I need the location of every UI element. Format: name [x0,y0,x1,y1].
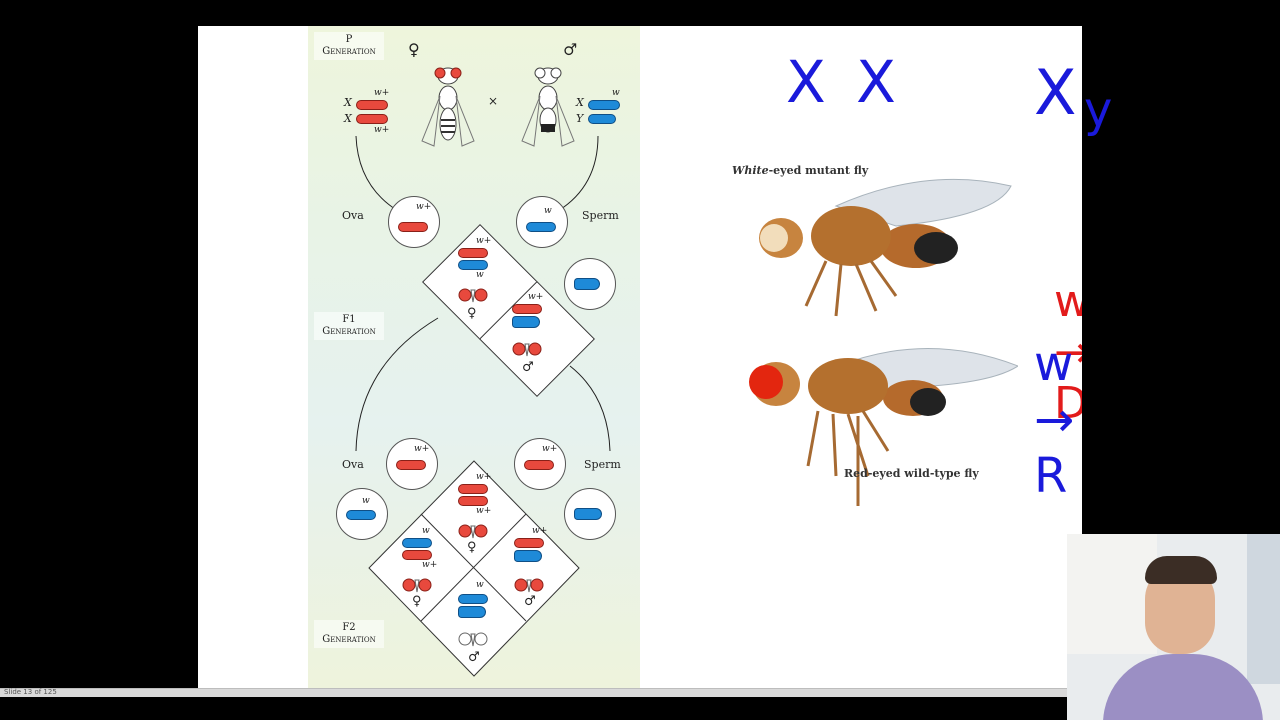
allele-label: w+ [528,292,544,302]
white-eyed-fly-photo [759,178,1012,317]
x-chromosome-red [398,222,428,232]
ova-label: Ova [342,458,364,471]
red-eyed-fly-photo [749,348,1018,506]
y-chromosome-blue [588,114,616,124]
allele-label: w+ [532,526,548,536]
x-chromosome-red [356,114,388,124]
female-symbol: ♀ [408,40,420,59]
male-symbol: ♂ [524,594,536,609]
status-bar [0,688,1068,697]
allele-label: w+ [476,472,492,482]
x-chromosome-red [514,538,544,548]
allele-label: w [476,580,484,590]
y-chromosome-blue [574,508,602,520]
x-chromosome-blue [402,538,432,548]
female-fly-drawing [421,67,475,147]
male-symbol: ♂ [563,40,578,59]
allele-label: w [544,206,552,216]
red-eyed-caption: Red-eyed wild-type fly [844,467,979,480]
x-chromosome-red [458,496,488,506]
sperm-circle [516,196,568,248]
allele-label: w+ [476,236,492,246]
webcam-shelf [1247,534,1280,684]
red-eyed-fly-icon [458,288,488,303]
x-label: X [344,96,352,109]
webcam-overlay [1067,534,1280,720]
white-eyed-fly-icon [458,632,488,647]
x-label: X [344,112,352,125]
allele-label: w [362,496,370,506]
female-symbol: ♀ [467,540,477,555]
red-eyed-fly-icon [402,578,432,593]
arrows-layer [355,135,611,452]
caption-italic: White [732,164,769,177]
x-chromosome-blue [588,100,620,110]
x-chromosome-red [458,484,488,494]
male-symbol: ♂ [468,650,480,665]
webcam-door [1067,534,1157,654]
x-chromosome-blue [526,222,556,232]
red-eyed-fly-icon [512,342,542,357]
x-label: X [576,96,584,109]
x-chromosome-red [512,304,542,314]
x-chromosome-blue [346,510,376,520]
allele-label: w+ [414,444,430,454]
allele-label: w+ [416,202,432,212]
male-genotype-x-annotation: X [1034,56,1077,129]
allele-label: w [612,88,620,98]
female-symbol: ♀ [467,306,477,321]
allele-label: w [476,270,484,280]
allele-label: w+ [542,444,558,454]
f2-punnett-diamond [368,460,580,677]
webcam-hair [1145,556,1217,584]
x-chromosome-red [402,550,432,560]
x-chromosome-red [396,460,426,470]
female-symbol: ♀ [412,594,422,609]
x-chromosome-blue [458,260,488,270]
cross-symbol: × [488,94,499,108]
allele-label: w+ [374,125,390,135]
allele-label: w+ [374,88,390,98]
y-chromosome-blue [514,550,542,562]
male-fly-drawing [521,67,575,147]
white-eyed-caption: White-eyed mutant fly [732,164,868,177]
caption-rest: -eyed mutant fly [768,164,869,177]
ovum-circle [388,196,440,248]
allele-label: w+ [422,560,438,570]
male-symbol: ♂ [522,360,534,375]
red-eyed-fly-icon [514,578,544,593]
sperm-label: Sperm [582,209,619,222]
female-genotype-annotation: X X [786,48,902,116]
red-eyed-fly-icon [458,524,488,539]
ova-label: Ova [342,209,364,222]
y-chromosome-blue [574,278,600,290]
y-label: Y [576,112,584,125]
webcam-shirt [1103,654,1263,720]
x-chromosome-red [458,248,488,258]
allele-label: w+ [476,506,492,516]
male-genotype-y-annotation: y [1084,82,1113,138]
y-chromosome-blue [512,316,540,328]
x-chromosome-red [356,100,388,110]
x-chromosome-red [524,460,554,470]
sperm-label: Sperm [584,458,621,471]
slide-counter: Slide 13 of 125 [4,688,57,696]
recessive-allele-annotation: w → R [1034,336,1075,504]
dominant-allele-annotation: w+ → D [1054,276,1082,429]
y-chromosome-blue [458,606,486,618]
allele-label: w [422,526,430,536]
x-chromosome-blue [458,594,488,604]
